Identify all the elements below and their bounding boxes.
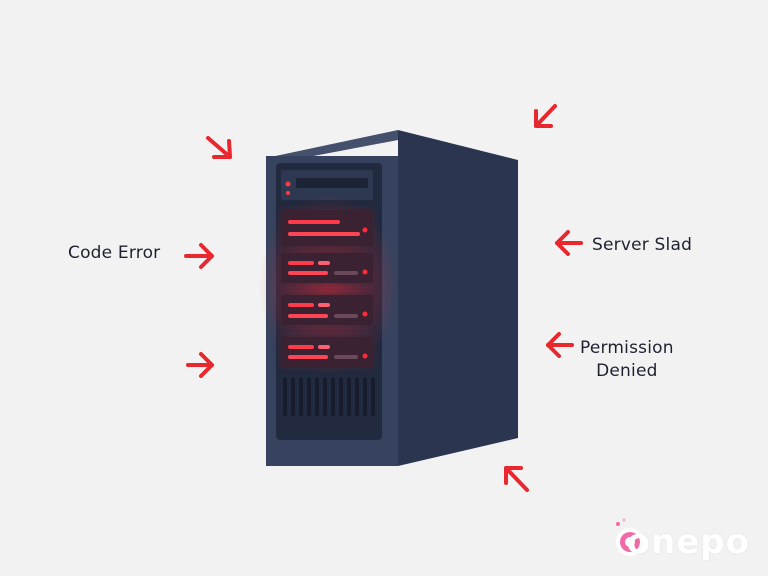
drive-bays [281,210,373,367]
watermark: onepo [626,522,750,562]
code-error-label: Code Error [68,243,161,263]
drive-bay-3 [281,295,373,325]
arrow-icon [555,230,583,256]
arrow-icon [504,466,529,492]
drive-bay-2 [281,253,373,283]
status-led [285,181,291,187]
arrow-icon [534,104,557,128]
arrow-icon [206,136,232,159]
vent-grille [283,378,375,416]
permission-denied-label: Permission Denied [580,337,674,383]
drive-bay-4 [281,337,373,367]
arrow-icon [546,332,574,358]
arrow-icon [186,352,214,378]
permission-label-line1: Permission [580,338,674,358]
server-rack-icon [258,130,518,466]
permission-label-line2: Denied [596,361,658,381]
arrow-icon [184,243,214,269]
server-side-panel [398,130,518,466]
server-label: Server Slad [592,235,693,255]
drive-bay-1 [281,210,373,246]
watermark-logo [616,518,644,556]
